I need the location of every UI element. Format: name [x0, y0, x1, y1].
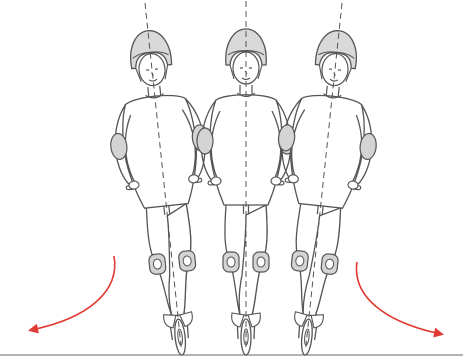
- left-turn-arrow: [31, 256, 115, 330]
- right-turn-arrow: [356, 262, 441, 334]
- rider-upright: [197, 0, 295, 355]
- rider-leaning-left: [96, 0, 231, 360]
